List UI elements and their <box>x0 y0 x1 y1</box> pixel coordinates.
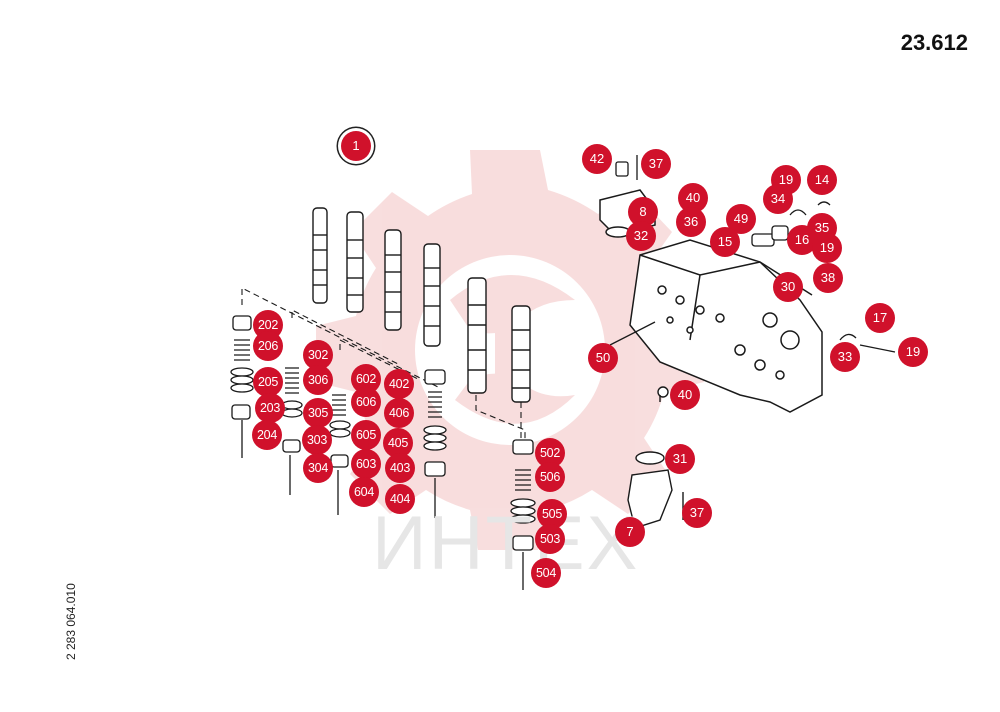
part-callout[interactable]: 37 <box>682 498 712 528</box>
part-callout[interactable]: 33 <box>830 342 860 372</box>
part-callout[interactable]: 503 <box>535 524 565 554</box>
springs-and-caps <box>230 315 536 590</box>
part-callout[interactable]: 306 <box>303 365 333 395</box>
valve-spools <box>312 207 531 403</box>
part-callout[interactable]: 303 <box>302 425 332 455</box>
watermark-text: ИНТЕХ <box>372 501 640 586</box>
part-callout[interactable]: 42 <box>582 144 612 174</box>
part-callout[interactable]: 304 <box>303 453 333 483</box>
part-callout[interactable]: 203 <box>255 393 285 423</box>
part-callout[interactable]: 38 <box>813 263 843 293</box>
part-callout[interactable]: 40 <box>670 380 700 410</box>
part-callout[interactable]: 403 <box>385 453 415 483</box>
part-callout[interactable]: 30 <box>773 272 803 302</box>
part-callout[interactable]: 206 <box>253 331 283 361</box>
part-callout[interactable]: 504 <box>531 558 561 588</box>
part-callout[interactable]: 1 <box>341 131 371 161</box>
part-callout[interactable]: 204 <box>252 420 282 450</box>
lower-housing-part <box>627 386 684 529</box>
part-callout[interactable]: 402 <box>384 369 414 399</box>
part-callout[interactable]: 34 <box>763 184 793 214</box>
part-callout[interactable]: 205 <box>253 367 283 397</box>
part-callout[interactable]: 406 <box>384 398 414 428</box>
part-callout[interactable]: 603 <box>351 449 381 479</box>
part-callout[interactable]: 50 <box>588 343 618 373</box>
part-callout[interactable]: 15 <box>710 227 740 257</box>
part-callout[interactable]: 606 <box>351 387 381 417</box>
part-callout[interactable]: 19 <box>812 233 842 263</box>
page-number: 23.612 <box>900 30 968 55</box>
part-callout[interactable]: 404 <box>385 484 415 514</box>
part-callout[interactable]: 31 <box>665 444 695 474</box>
part-callout[interactable]: 37 <box>641 149 671 179</box>
small-fittings <box>609 155 896 353</box>
part-callout[interactable]: 14 <box>807 165 837 195</box>
assembly-dashed-lines <box>241 287 526 445</box>
part-callout[interactable]: 19 <box>898 337 928 367</box>
drawing-code: 2 283 064.010 <box>64 583 78 660</box>
part-callout[interactable]: 305 <box>303 398 333 428</box>
part-callout[interactable]: 506 <box>535 462 565 492</box>
part-callout[interactable]: 604 <box>349 477 379 507</box>
part-callout[interactable]: 7 <box>615 517 645 547</box>
part-callout[interactable]: 17 <box>865 303 895 333</box>
part-callout[interactable]: 605 <box>351 420 381 450</box>
part-callout[interactable]: 36 <box>676 207 706 237</box>
part-callout[interactable]: 32 <box>626 221 656 251</box>
part-callout[interactable]: 49 <box>726 204 756 234</box>
